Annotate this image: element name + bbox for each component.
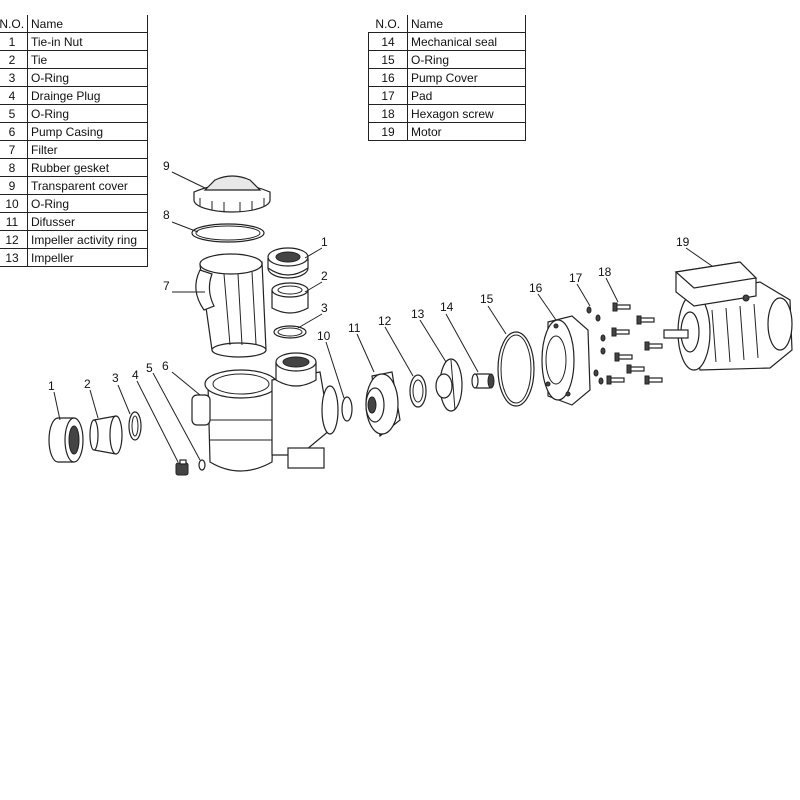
callout-1-top: 1 bbox=[321, 235, 328, 249]
callout-5: 5 bbox=[146, 361, 153, 375]
callout-14: 14 bbox=[440, 300, 454, 314]
o-ring-drain-part bbox=[198, 459, 206, 471]
callout-7: 7 bbox=[163, 279, 170, 293]
callout-3-top: 3 bbox=[321, 301, 328, 315]
callout-11: 11 bbox=[348, 321, 361, 335]
part-name: Mechanical seal bbox=[407, 32, 526, 51]
callout-labels: 9 8 7 1 2 3 6 1 2 3 4 5 10 11 12 13 14 1… bbox=[48, 159, 690, 393]
callout-3-left: 3 bbox=[112, 371, 119, 385]
callout-6: 6 bbox=[162, 359, 169, 373]
rubber-gasket-part bbox=[191, 223, 265, 243]
part-name: Transparent cover bbox=[27, 176, 148, 195]
callout-2-top: 2 bbox=[321, 269, 328, 283]
pad-parts bbox=[586, 306, 606, 385]
part-number: 16 bbox=[368, 68, 408, 87]
callout-2-left: 2 bbox=[84, 377, 91, 391]
diffuser-part bbox=[365, 371, 401, 438]
callout-16: 16 bbox=[529, 281, 543, 295]
part-number: 10 bbox=[0, 194, 28, 213]
part-number: 19 bbox=[368, 122, 408, 141]
callout-13: 13 bbox=[411, 307, 425, 321]
o-ring-left-part bbox=[128, 411, 142, 441]
table-header-row: N.O.Name bbox=[0, 15, 148, 33]
tie-left-part bbox=[89, 415, 123, 455]
pump-casing-part bbox=[191, 352, 339, 472]
leader-lines bbox=[53, 171, 713, 463]
callout-1-left: 1 bbox=[48, 379, 55, 393]
table-header-row: N.O.Name bbox=[368, 15, 526, 33]
callout-15: 15 bbox=[480, 292, 494, 306]
pump-cover-part bbox=[541, 315, 591, 406]
callout-8: 8 bbox=[163, 208, 170, 222]
o-ring-top-part bbox=[273, 325, 307, 339]
hexagon-screw-parts bbox=[606, 302, 663, 385]
part-name: O-Ring bbox=[407, 50, 526, 69]
motor-part bbox=[663, 261, 793, 371]
part-name: Impeller bbox=[27, 248, 148, 267]
o-ring-10-part bbox=[341, 396, 353, 422]
part-name: O-Ring bbox=[27, 194, 148, 213]
impeller-part bbox=[435, 358, 463, 412]
tie-in-nut-top-part bbox=[267, 247, 309, 279]
part-name: Motor bbox=[407, 122, 526, 141]
callout-12: 12 bbox=[378, 314, 392, 328]
callout-18: 18 bbox=[598, 265, 612, 279]
callout-17: 17 bbox=[569, 271, 583, 285]
callout-19: 19 bbox=[676, 235, 690, 249]
tie-in-nut-left-part bbox=[48, 417, 84, 463]
callout-4: 4 bbox=[132, 368, 139, 382]
tie-top-part bbox=[271, 282, 309, 314]
o-ring-15-part bbox=[497, 331, 535, 407]
part-name: Tie bbox=[27, 50, 148, 69]
callout-10: 10 bbox=[317, 329, 331, 343]
part-name: Hexagon screw bbox=[407, 104, 526, 123]
part-name: Tie-in Nut bbox=[27, 32, 148, 51]
mechanical-seal-part bbox=[471, 373, 495, 389]
impeller-ring-part bbox=[409, 374, 427, 408]
filter-basket-part bbox=[195, 253, 267, 358]
drain-plug-part bbox=[175, 459, 189, 476]
transparent-cover-part bbox=[193, 175, 271, 213]
callout-9: 9 bbox=[163, 159, 170, 173]
